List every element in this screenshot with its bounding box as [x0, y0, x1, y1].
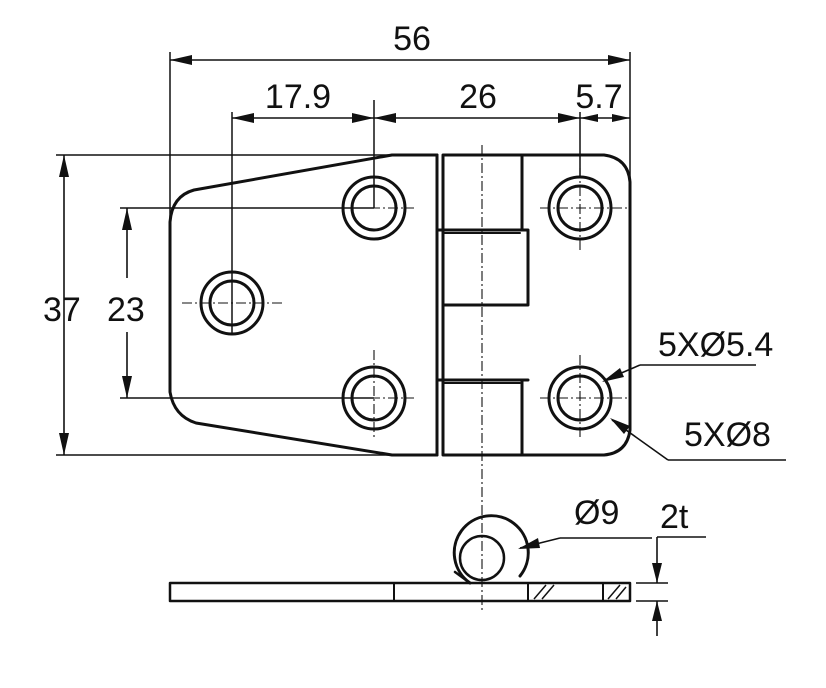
callout-small-holes: 5XØ5.4 — [602, 326, 773, 382]
side-view — [168, 514, 632, 603]
dimension-thickness: 2t — [636, 498, 706, 636]
dim-56-label: 56 — [393, 20, 431, 58]
small-hole-label: 5XØ5.4 — [658, 326, 773, 364]
callout-knuckle-diameter: Ø9 — [518, 494, 652, 549]
dim-26-label: 26 — [459, 78, 497, 116]
dimension-left-offset: 17.9 — [232, 78, 374, 123]
dimension-overall-width: 56 — [170, 20, 630, 65]
callout-large-holes: 5XØ8 — [610, 416, 786, 461]
dim-17-9-label: 17.9 — [265, 78, 331, 116]
knuckle-side-profile — [452, 514, 530, 585]
dim-23-label: 23 — [107, 291, 145, 329]
right-leaf-outline — [520, 153, 632, 457]
dimension-right-offset: 5.7 — [575, 78, 630, 122]
dimension-hole-spacing: 23 — [107, 208, 145, 398]
section-hatch — [533, 584, 627, 600]
dim-5-7-label: 5.7 — [575, 78, 622, 116]
dimension-hinge-span: 26 — [374, 78, 580, 123]
large-hole-label: 5XØ8 — [684, 416, 771, 454]
diameter-label: Ø9 — [574, 494, 619, 532]
left-leaf-outline — [168, 153, 439, 457]
dimension-overall-height: 37 — [43, 155, 81, 455]
thickness-label: 2t — [660, 498, 689, 536]
dim-37-label: 37 — [43, 291, 81, 329]
